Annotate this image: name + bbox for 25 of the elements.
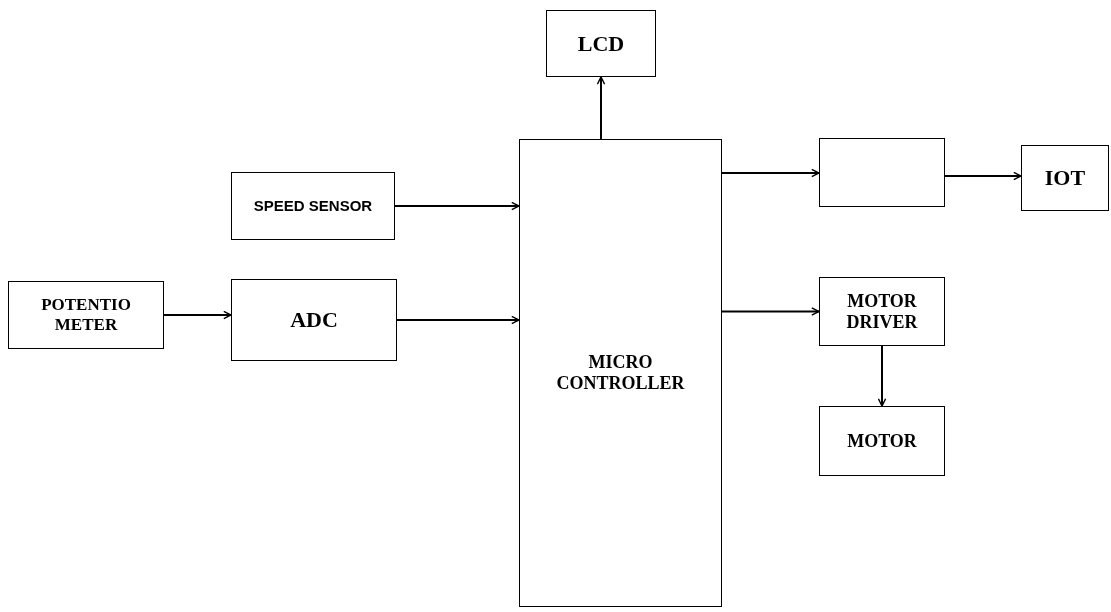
box-label: LCD [577,30,625,57]
box-label: MOTOR [847,430,917,452]
arrow [394,201,520,211]
empty-box [819,138,945,207]
process-box [546,10,656,77]
box-label: MOTOR DRIVER [845,290,919,333]
process-box [231,172,395,240]
process-box [819,277,945,346]
arrow [596,76,606,140]
process-box [8,281,164,349]
arrow [721,168,820,178]
box-label: IOT [1044,165,1086,191]
controller-block [519,139,722,607]
arrow [396,315,520,325]
arrow [721,307,820,316]
process-box [1021,145,1109,211]
process-box [231,279,397,361]
box-label: POTENTIO METER [40,295,132,335]
box-label: SPEED SENSOR [253,197,373,215]
arrow [163,310,232,320]
box-label: ADC [290,307,338,333]
process-box [819,406,945,476]
box-label: MICRO CONTROLLER [555,352,686,394]
arrow [877,345,887,407]
arrow [944,171,1022,181]
